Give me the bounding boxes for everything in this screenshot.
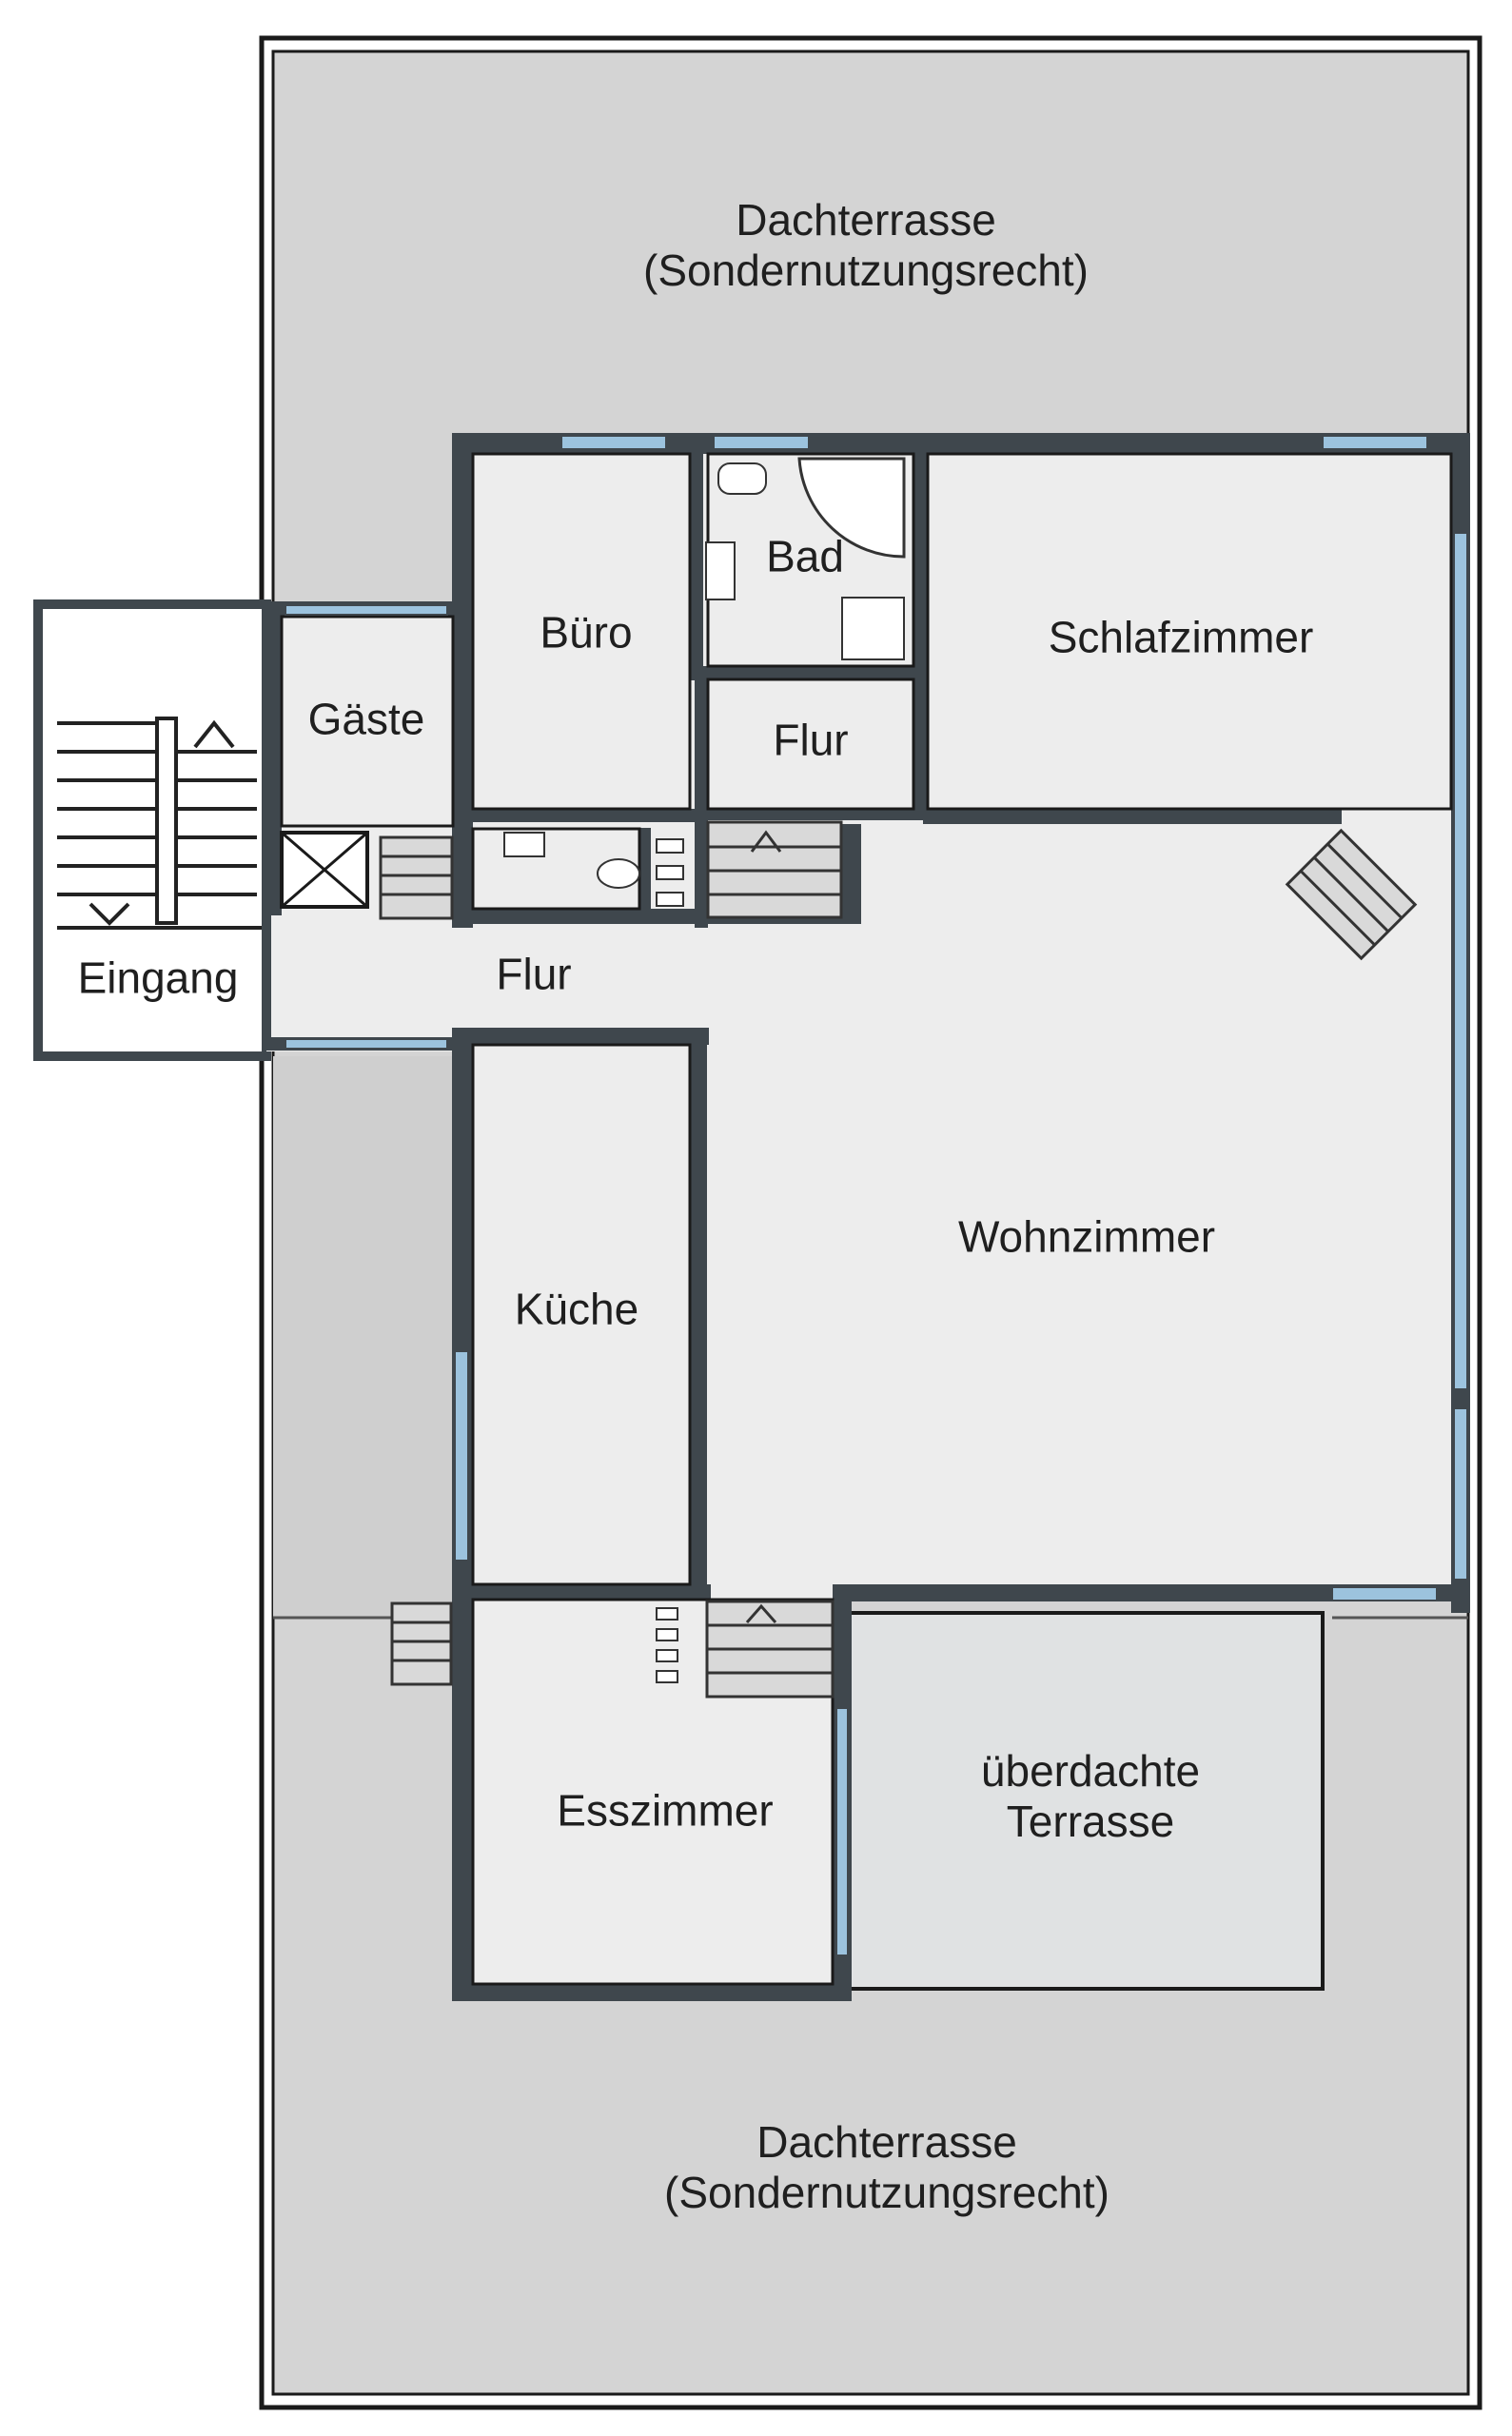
wohnzimmer-label: Wohnzimmer [957,1211,1216,1262]
diagonal-stair [1285,828,1418,961]
bath-sink-icon [705,541,736,600]
roof-terrace-bottom-label: Dachterrasse (Sondernutzungsrecht) [664,2117,1109,2218]
shower-corner-icon [797,457,906,559]
covered-terrace-label: überdachte Terrasse [981,1746,1200,1847]
gaeste-label: Gäste [307,694,425,744]
roof-terrace-top-label: Dachterrasse (Sondernutzungsrecht) [643,195,1089,296]
terrace-left-strip [273,1056,454,1618]
eingang-label: Eingang [77,953,239,1003]
esszimmer-label: Esszimmer [557,1785,774,1836]
wc-toilet-icon [597,858,640,889]
bath-toilet-icon [717,462,767,495]
storage-cross-b [281,831,368,909]
bad-label: Bad [766,531,844,581]
dining-shaft [656,1607,678,1683]
covered-terrace-line2: Terrasse [1006,1797,1175,1846]
shower-tray-icon [841,597,905,660]
covered-terrace-line1: überdachte [980,1746,1201,1797]
stair-treads [57,717,257,926]
covered-terrace-floor [845,1611,1325,1991]
stairwell [33,599,271,1061]
ventilation-shaft [656,838,684,907]
roof-terrace-bottom-line1: Dachterrasse [756,2117,1017,2168]
kueche-label: Küche [514,1284,639,1334]
dining-stairs [390,1600,835,1699]
buero-label: Büro [540,607,633,658]
corridor-stairs [379,820,843,920]
flur-main-label: Flur [496,949,572,999]
roof-terrace-top-line1: Dachterrasse [736,195,996,246]
wc-sink-icon [503,832,545,857]
roof-terrace-top-line2: (Sondernutzungsrecht) [643,246,1089,295]
flur-small-label: Flur [773,715,849,765]
roof-terrace-bottom-line2: (Sondernutzungsrecht) [664,2168,1109,2217]
schlafzimmer-label: Schlafzimmer [1048,612,1314,662]
windows [285,435,1468,1956]
